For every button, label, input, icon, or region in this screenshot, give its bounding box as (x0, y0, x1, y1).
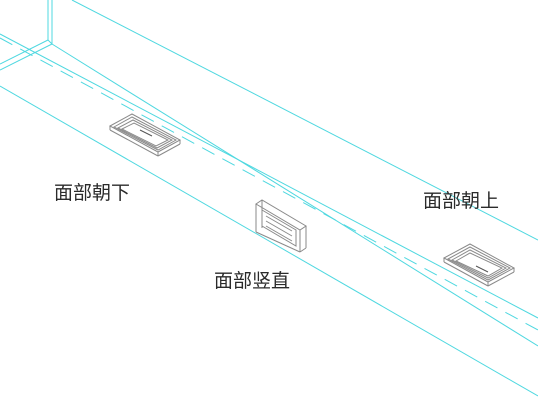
duct-centerline (0, 37, 538, 331)
duct-edge-lower (0, 85, 538, 397)
duct-edge-middle (51, 43, 538, 347)
duct-edges (0, 0, 538, 397)
fixture-face-up (442, 243, 516, 287)
duct-edge-top (71, 0, 538, 241)
fixture-face-down (108, 113, 182, 157)
fixture-face-vertical (255, 199, 307, 253)
label-face-vertical: 面部竖直 (214, 270, 291, 292)
duct-edge-upper (0, 33, 538, 319)
label-face-up: 面部朝上 (423, 190, 500, 212)
label-face-down: 面部朝下 (54, 182, 131, 204)
duct-end-box (0, 0, 53, 71)
